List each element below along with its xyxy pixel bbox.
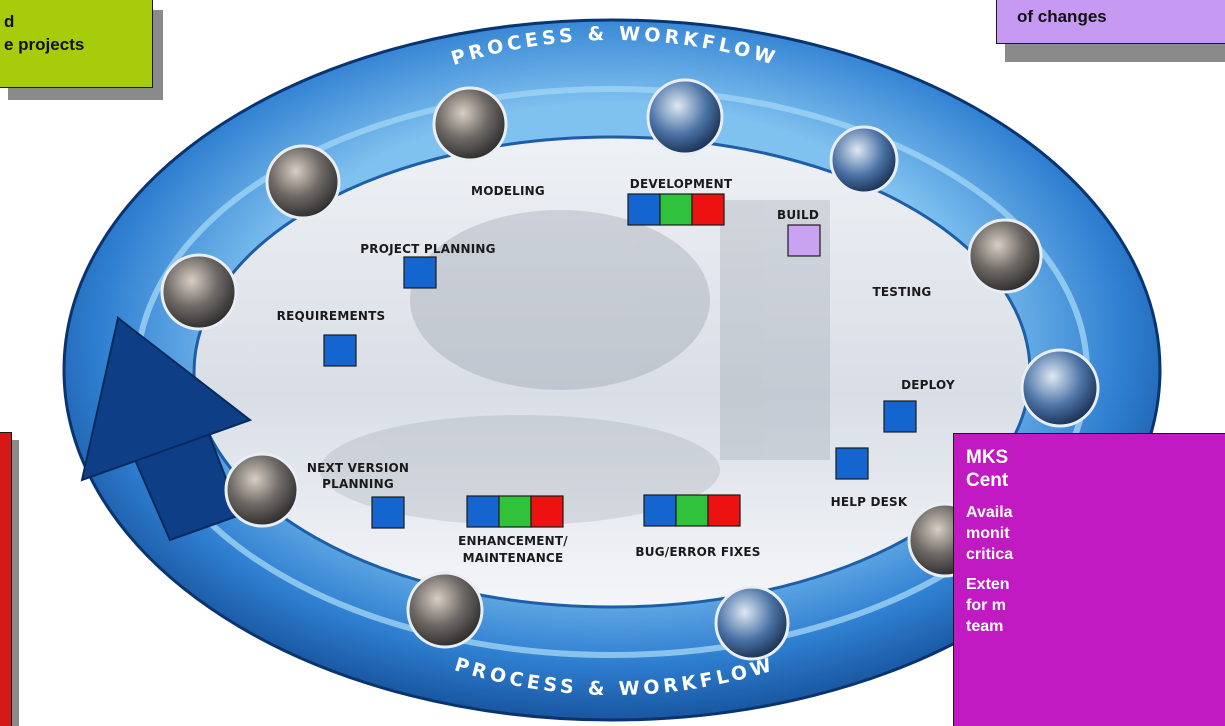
stage-bug-fixes: BUG/ERROR FIXES bbox=[635, 545, 760, 559]
stage-deploy: DEPLOY bbox=[901, 378, 955, 392]
marker-next-version-blue bbox=[371, 496, 405, 529]
stage-requirements: REQUIREMENTS bbox=[277, 309, 386, 323]
stage-development: DEVELOPMENT bbox=[630, 177, 733, 191]
circuit-figure-photo-icon bbox=[714, 585, 790, 661]
callout-top-right-line1: of changes bbox=[1017, 7, 1107, 26]
handshake-photo-icon bbox=[1020, 348, 1100, 428]
marker-requirements-blue bbox=[323, 334, 357, 367]
stage-project-planning: PROJECT PLANNING bbox=[360, 242, 495, 256]
inner-area bbox=[194, 137, 1030, 607]
callout-right-title-line1: MKS bbox=[966, 447, 1009, 468]
marker-blue bbox=[627, 193, 661, 226]
callout-right-title-line2: Cent bbox=[966, 470, 1009, 491]
people-photo-icon bbox=[265, 144, 341, 220]
callout-right-para1-line2: monit bbox=[966, 525, 1010, 542]
marker-blue bbox=[643, 494, 677, 527]
person-at-desk-photo-icon bbox=[224, 452, 300, 528]
stage-modeling: MODELING bbox=[471, 184, 545, 198]
eye-photo-icon bbox=[160, 253, 238, 331]
gears-photo-icon bbox=[829, 125, 899, 195]
marker-build-lavender bbox=[787, 224, 821, 257]
marker-red bbox=[530, 495, 564, 528]
development-markers bbox=[627, 193, 725, 226]
callout-right-para2-line1: Exten bbox=[966, 576, 1010, 593]
callout-right-para1-line1: Availa bbox=[966, 504, 1013, 521]
hands-on-keyboard-photo-icon bbox=[406, 571, 484, 649]
stage-enhancement-line1: ENHANCEMENT/ bbox=[458, 534, 568, 548]
person-writing-photo-icon bbox=[967, 218, 1043, 294]
marker-red bbox=[707, 494, 741, 527]
marker-green bbox=[498, 495, 532, 528]
callout-right-para2-line3: team bbox=[966, 618, 1004, 635]
marker-green bbox=[675, 494, 709, 527]
callout-right-para1-line3: critica bbox=[966, 546, 1014, 563]
enhancement-markers bbox=[466, 495, 564, 528]
callout-top-right: of changes bbox=[996, 0, 1225, 44]
stage-next-version-line2: PLANNING bbox=[322, 477, 394, 491]
marker-deploy-blue bbox=[883, 400, 917, 433]
bug-fix-markers bbox=[643, 494, 741, 527]
figure-silhouette-photo-icon bbox=[646, 78, 724, 156]
callout-top-left-line1: d bbox=[4, 12, 15, 31]
marker-green bbox=[659, 193, 693, 226]
marker-red bbox=[691, 193, 725, 226]
callout-top-left: d e projects bbox=[0, 0, 153, 88]
stage-enhancement-line2: MAINTENANCE bbox=[463, 551, 564, 565]
stage-testing: TESTING bbox=[873, 285, 932, 299]
background-figure bbox=[320, 200, 830, 525]
callout-right: MKS Cent Availa monit critica Exten for … bbox=[953, 433, 1225, 726]
marker-help-desk-blue bbox=[835, 447, 869, 480]
callout-left-red bbox=[0, 432, 12, 726]
stage-build: BUILD bbox=[777, 208, 819, 222]
callout-right-para2-line2: for m bbox=[966, 597, 1006, 614]
stage-next-version-line1: NEXT VERSION bbox=[307, 461, 409, 475]
stage-help-desk: HELP DESK bbox=[831, 495, 908, 509]
person-thinking-photo-icon bbox=[432, 86, 508, 162]
callout-top-left-line2: e projects bbox=[4, 35, 85, 54]
marker-project-planning-blue bbox=[403, 256, 437, 289]
marker-blue bbox=[466, 495, 500, 528]
